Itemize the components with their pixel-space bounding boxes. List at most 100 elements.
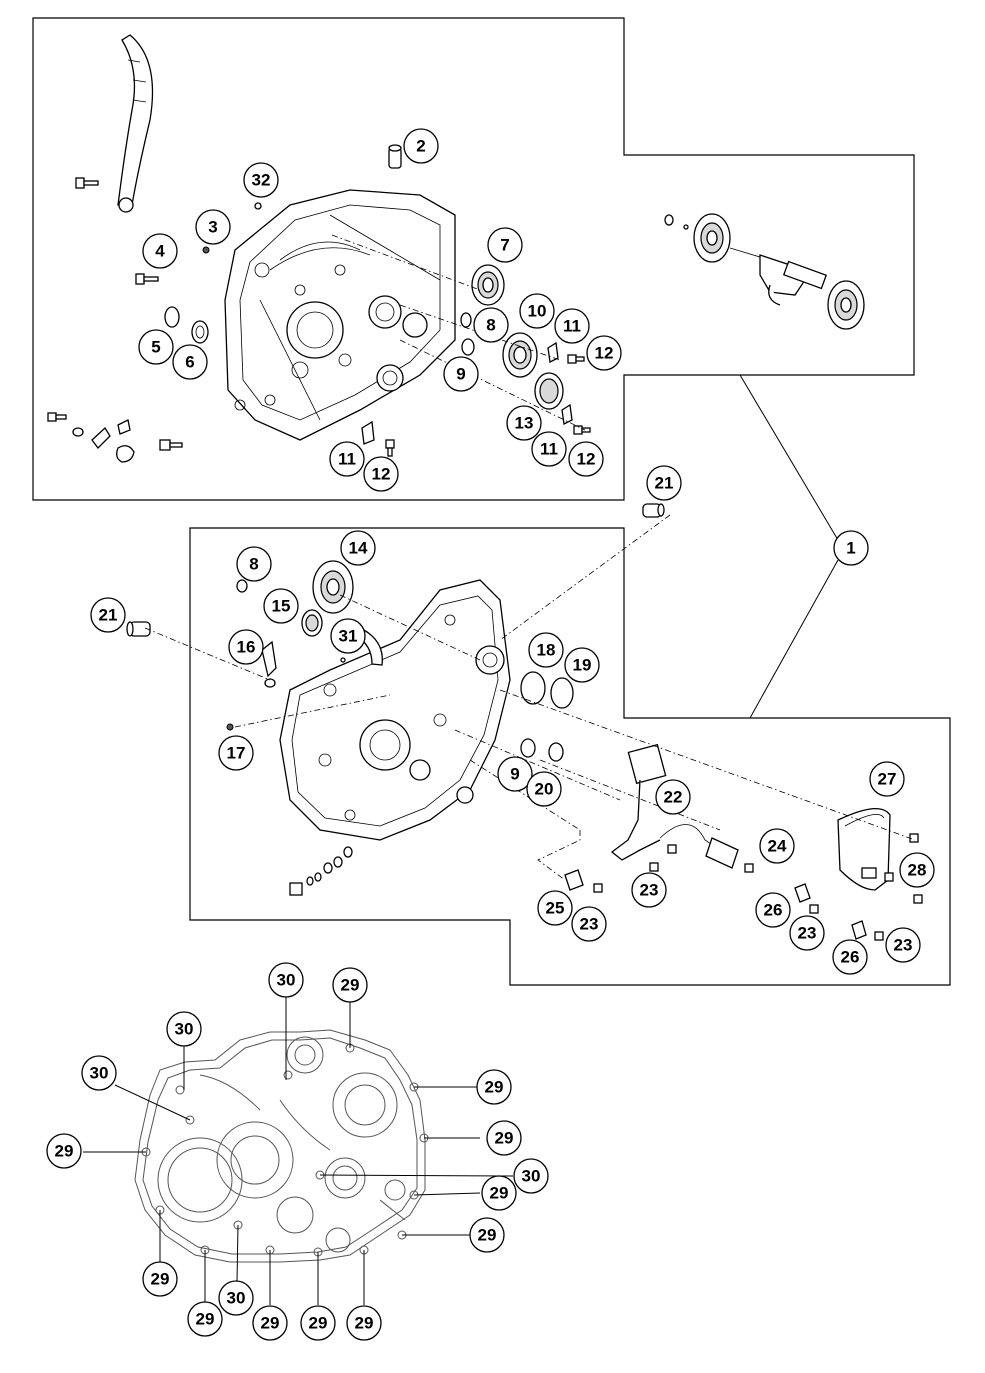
bolt-12c [385,439,395,457]
callout-16: 16 [228,629,264,665]
callout-18: 18 [528,632,564,668]
callout-22: 22 [655,779,691,815]
bolt-32 [254,202,262,210]
callout-7: 7 [487,227,523,263]
callout-23a-label: 23 [640,881,659,900]
callout-29f: 29 [469,1217,505,1253]
callout-22-label: 22 [664,788,683,807]
callout-13-label: 13 [515,414,534,433]
callout-6-label: 6 [185,353,194,372]
bolt-4 [135,273,159,285]
callout-12c: 12 [363,456,399,492]
callout-17-label: 17 [227,744,246,763]
callout-29j-label: 29 [309,1314,328,1333]
callout-32: 32 [243,162,279,198]
upper-crankcase [224,189,456,441]
dowel-2 [388,144,402,169]
callout-7-label: 7 [500,236,509,255]
callout-31: 31 [330,618,366,654]
callout-4-label: 4 [155,242,165,261]
callout-30d-label: 30 [522,1167,541,1186]
callout-3: 3 [195,209,231,245]
callout-18-label: 18 [537,641,556,660]
callout-23c: 23 [789,915,825,951]
callout-29h: 29 [187,1301,223,1337]
guide-bolt [75,177,99,189]
callout-5: 5 [138,329,174,365]
callout-26b-label: 26 [841,948,860,967]
callout-21a: 21 [646,465,682,501]
callout-1: 1 [833,530,869,566]
callout-29d-label: 29 [55,1142,74,1161]
callout-29a: 29 [332,967,368,1003]
lower-small-parts [126,503,665,896]
callout-11c-label: 11 [338,450,356,469]
shift-parts [47,412,183,463]
callout-29e: 29 [481,1175,517,1211]
callout-8a: 8 [473,307,509,343]
callout-13: 13 [506,405,542,441]
callout-30c-label: 30 [90,1064,109,1083]
callout-11b: 11 [531,431,567,467]
callout-30b: 30 [166,1011,202,1047]
callout-8b-label: 8 [249,555,258,574]
callout-26a-label: 26 [764,901,783,920]
bolt-23c [874,931,884,941]
callout-29f-label: 29 [478,1226,497,1245]
leader-1-lower [749,559,839,719]
callout-26a: 26 [755,892,791,928]
bottom-crankcase-view [134,1029,429,1263]
callout-4: 4 [142,233,178,269]
callout-14: 14 [340,530,376,566]
callout-12a: 12 [586,335,622,371]
callout-8a-label: 8 [486,316,495,335]
bolt-12a [567,354,585,364]
assembly-lines [144,234,916,881]
callout-12b: 12 [568,441,604,477]
plug-3 [202,246,210,254]
bolt-23b [809,904,819,914]
callout-21b: 21 [90,597,126,633]
callout-20: 20 [526,771,562,807]
callout-21b-label: 21 [99,606,118,625]
bolt-12b [573,425,591,435]
callout-31-label: 31 [339,627,358,646]
callout-15: 15 [263,588,299,624]
callout-23a: 23 [631,872,667,908]
callout-29h-label: 29 [196,1310,215,1329]
callout-11a-label: 11 [563,317,581,336]
upper-frame [32,17,915,501]
callout-3-label: 3 [208,218,217,237]
callout-14-label: 14 [349,539,368,558]
bottom-leaders [83,997,514,1305]
callout-1-label: 1 [846,539,855,558]
callout-23d: 23 [885,927,921,963]
callout-10-label: 10 [528,302,547,321]
callout-10: 10 [519,293,555,329]
callout-20-label: 20 [535,780,554,799]
callout-29i-label: 29 [261,1314,280,1333]
callout-layer: 2 32 3 4 5 6 7 10 8 11 12 9 13 11 12 11 … [46,128,935,1341]
callout-9b: 9 [497,756,533,792]
ring-5 [164,306,180,328]
crankshaft-assembly [664,213,865,330]
plate-11a [547,341,559,363]
callout-6: 6 [172,344,208,380]
callout-28: 28 [899,852,935,888]
callout-29e-label: 29 [490,1184,509,1203]
clamp-25 [564,869,584,891]
bracket-26b [851,920,867,940]
callout-11a: 11 [554,308,590,344]
callout-9a: 9 [443,356,479,392]
callout-23b-label: 23 [580,915,599,934]
callout-30a-label: 30 [277,971,296,990]
callout-29j: 29 [300,1305,336,1341]
callout-12b-label: 12 [577,450,596,469]
callout-29i: 29 [252,1305,288,1341]
callout-8b: 8 [236,546,272,582]
callout-11b-label: 11 [540,440,558,459]
cover-27 [837,808,923,904]
bushing-8 [460,312,472,328]
callout-19: 19 [564,647,600,683]
